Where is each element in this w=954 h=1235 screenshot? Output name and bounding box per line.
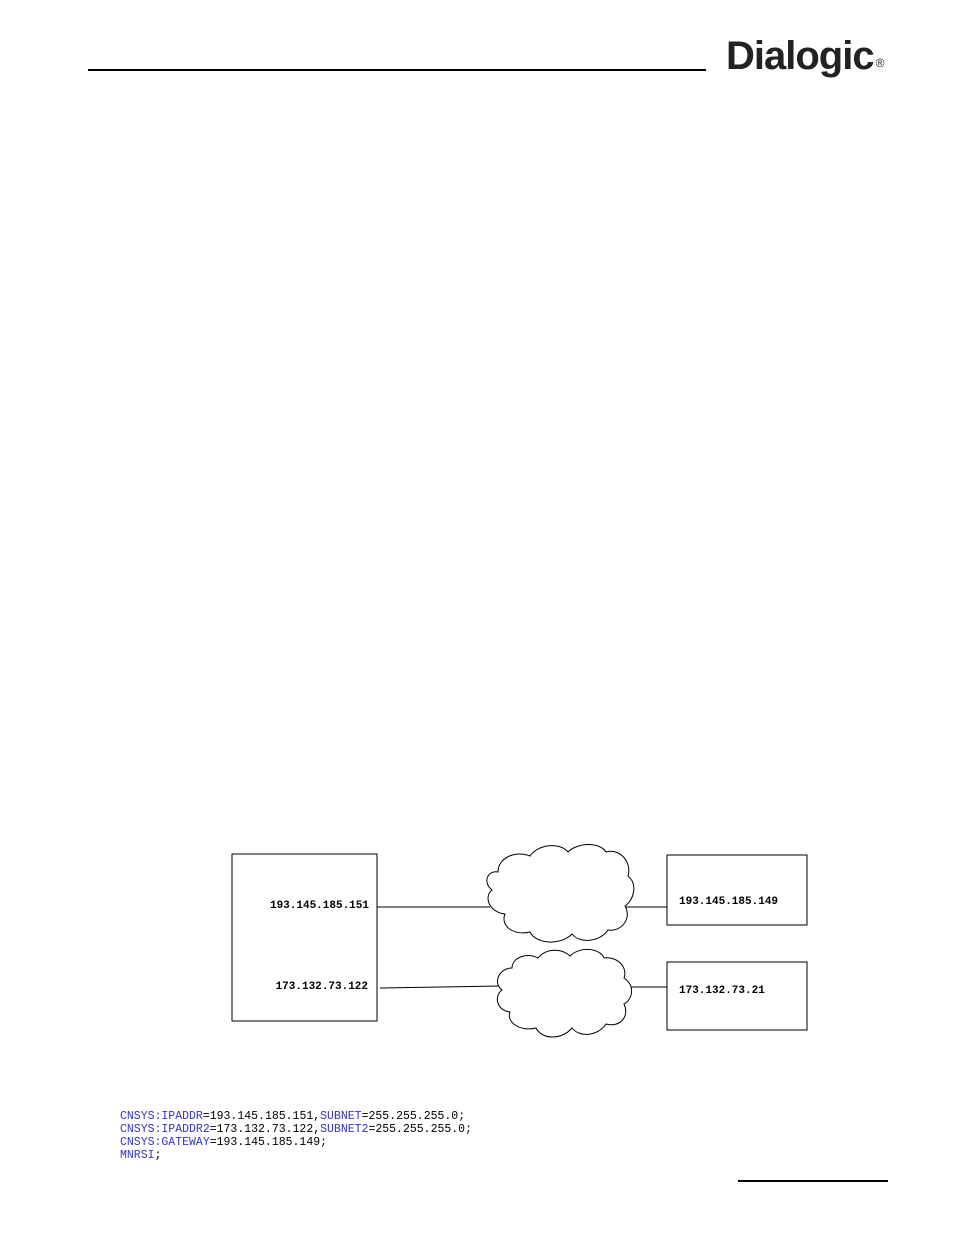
registered-mark: ® bbox=[875, 56, 885, 70]
header-rule bbox=[88, 69, 706, 71]
code-value: ; bbox=[154, 1149, 162, 1162]
code-line-1: CNSYS:IPADDR=193.145.185.151,SUBNET=255.… bbox=[120, 1110, 472, 1123]
left-host-ip1: 193.145.185.151 bbox=[270, 900, 369, 912]
code-value: =173.132.73.122, bbox=[209, 1123, 321, 1136]
code-line-3: CNSYS:GATEWAY=193.145.185.149; bbox=[120, 1136, 472, 1149]
code-value: =193.145.185.151, bbox=[202, 1110, 321, 1123]
code-value: =255.255.255.0; bbox=[368, 1123, 472, 1136]
code-command: CNSYS:GATEWAY bbox=[120, 1136, 210, 1149]
code-line-2: CNSYS:IPADDR2=173.132.73.122,SUBNET2=255… bbox=[120, 1123, 472, 1136]
right-bottom-host-ip: 173.132.73.21 bbox=[679, 985, 765, 997]
right-top-host-ip: 193.145.185.149 bbox=[679, 896, 778, 908]
code-command: CNSYS:IPADDR bbox=[120, 1110, 203, 1123]
network-cloud-top bbox=[486, 844, 635, 943]
dialogic-logo: Dialogic® bbox=[726, 34, 885, 78]
code-command: MNRSI bbox=[120, 1149, 155, 1162]
code-value: =193.145.185.149; bbox=[209, 1136, 328, 1149]
left-host-box bbox=[231, 853, 378, 1022]
logo-text: Dialogic bbox=[726, 34, 875, 78]
code-value: =255.255.255.0; bbox=[361, 1110, 466, 1123]
code-line-4: MNRSI; bbox=[120, 1149, 472, 1162]
network-cloud-bottom bbox=[496, 949, 632, 1038]
left-host-ip2: 173.132.73.122 bbox=[276, 981, 368, 993]
code-command: SUBNET2 bbox=[320, 1123, 369, 1136]
code-command: SUBNET bbox=[320, 1110, 362, 1123]
right-bottom-host-box bbox=[666, 961, 808, 1031]
code-command: CNSYS:IPADDR2 bbox=[120, 1123, 210, 1136]
command-listing: CNSYS:IPADDR=193.145.185.151,SUBNET=255.… bbox=[120, 1110, 472, 1162]
right-top-host-box bbox=[666, 854, 808, 926]
footer-rule bbox=[738, 1180, 888, 1182]
link-bottom-left bbox=[379, 985, 501, 989]
